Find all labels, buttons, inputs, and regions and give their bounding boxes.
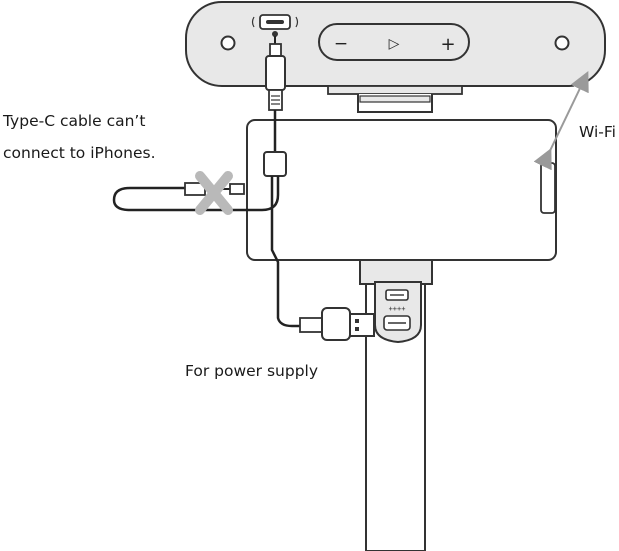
- pole-control-box: ++++: [359, 257, 433, 344]
- plus-button[interactable]: +: [440, 34, 455, 55]
- svg-text:++++: ++++: [389, 305, 406, 313]
- not-compatible-x-mark: [195, 171, 233, 215]
- phone-side-button: [540, 162, 556, 214]
- right-lens: [554, 35, 570, 51]
- usb-power-plug: [299, 307, 375, 341]
- smartphone: [246, 119, 557, 261]
- type-c-cable: [112, 31, 300, 328]
- minus-button[interactable]: −: [334, 34, 348, 54]
- wifi-label: Wi-Fi: [579, 123, 616, 141]
- control-strip: [318, 23, 470, 61]
- left-lens: [220, 35, 236, 51]
- cable-connector-mid: [263, 151, 287, 177]
- wifi-arrow: [533, 70, 589, 171]
- typec-warning-label-line2: connect to iPhones.: [3, 144, 156, 162]
- power-supply-label: For power supply: [185, 362, 319, 380]
- camera-device: − ▷ +: [185, 1, 606, 113]
- typec-warning-label-line1: Type-C cable can’t: [3, 112, 146, 130]
- play-button[interactable]: ▷: [389, 36, 400, 52]
- mount-bracket: [327, 85, 463, 95]
